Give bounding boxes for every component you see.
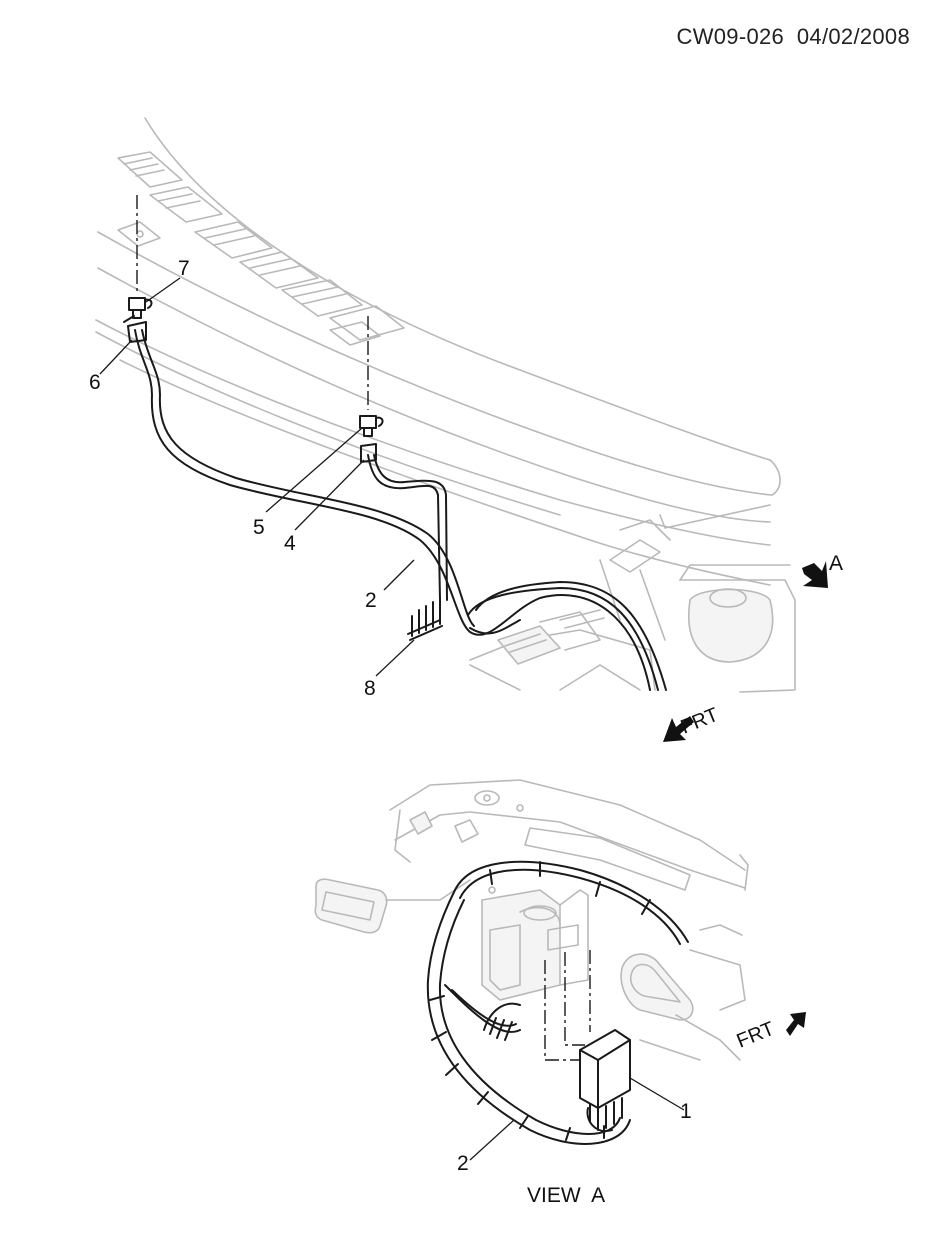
view-a-arrow-icon	[802, 561, 828, 588]
callout-4: 4	[284, 532, 296, 555]
clip-7	[128, 195, 153, 319]
callout-2-top: 2	[365, 589, 377, 612]
connector-6	[123, 315, 147, 343]
wiring-harness-top	[134, 329, 667, 691]
connector-4	[360, 443, 377, 463]
drawing-header: CW09-026 04/02/2008	[600, 24, 910, 50]
front-label-top: FRT	[678, 704, 722, 739]
callout-2-view-a: 2	[457, 1152, 469, 1175]
callout-5: 5	[253, 516, 265, 539]
view-a-marker: A	[829, 552, 843, 575]
callout-1: 1	[680, 1100, 692, 1123]
wiring-harness-view-a	[426, 860, 689, 1145]
view-a-illustration	[314, 779, 749, 1061]
callout-6: 6	[89, 371, 101, 394]
front-arrow-icon-top	[663, 716, 694, 742]
callout-8: 8	[364, 677, 376, 700]
module-1	[544, 950, 631, 1132]
callout-7: 7	[178, 257, 190, 280]
view-a-caption: VIEW A	[527, 1184, 605, 1207]
front-label-view-a: FRT	[734, 1018, 778, 1053]
terminal-set-8	[407, 597, 443, 641]
cowl-vent-grille	[117, 151, 405, 341]
cowl-panel-illustration	[95, 117, 796, 693]
doc-code: CW09-026	[676, 24, 785, 49]
front-arrow-icon-view-a	[786, 1012, 806, 1036]
clip-5	[359, 316, 384, 437]
doc-date: 04/02/2008	[796, 24, 910, 49]
